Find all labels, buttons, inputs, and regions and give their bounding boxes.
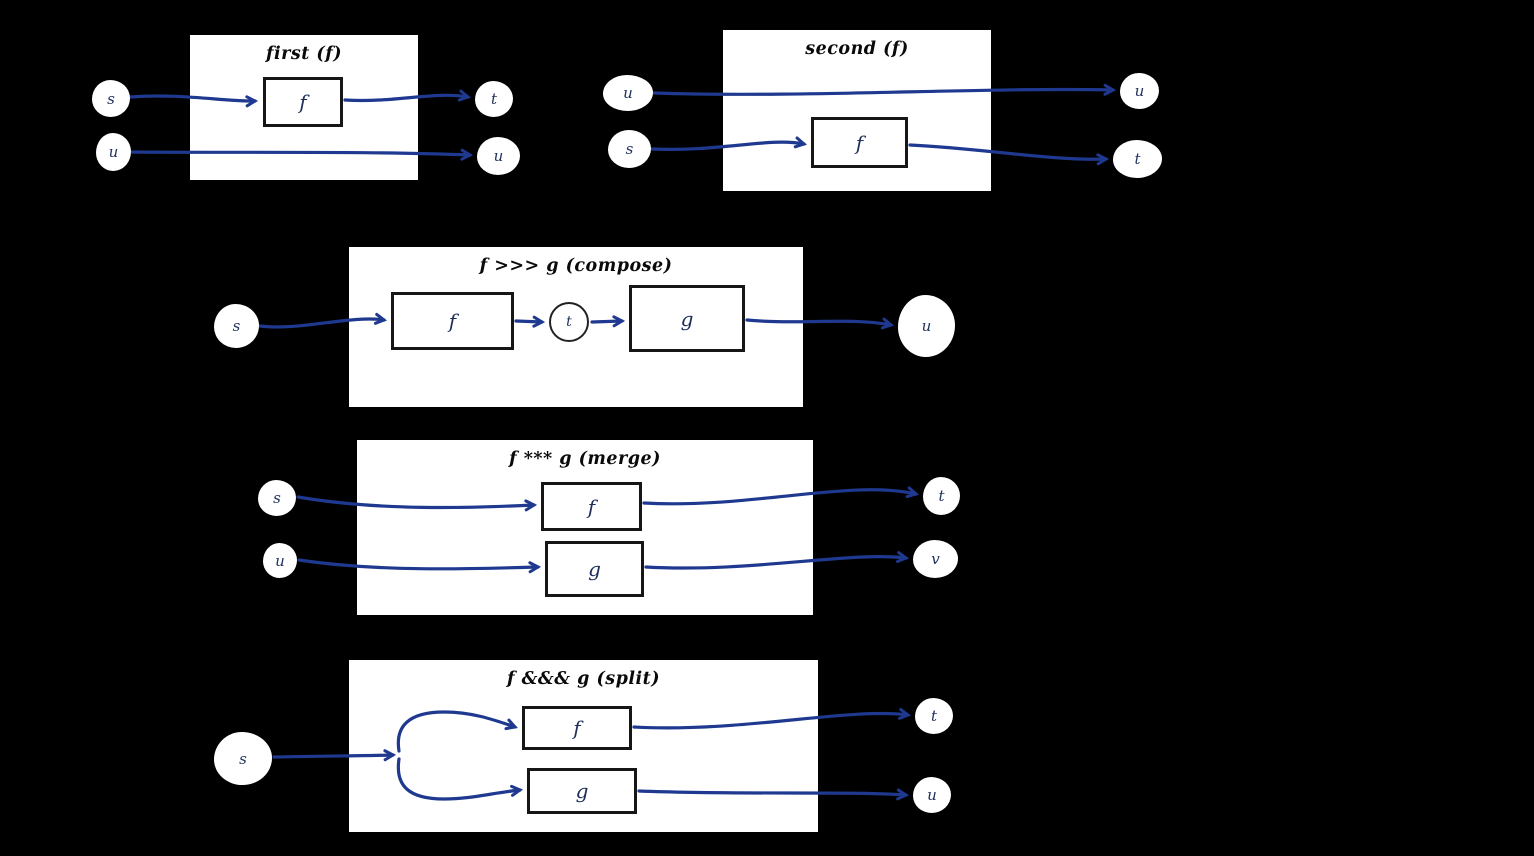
compose-output-u-node: u xyxy=(898,295,955,357)
merge-f-box: f xyxy=(541,482,642,531)
split-output-t-node: t xyxy=(915,698,953,734)
split-input-s-node: s xyxy=(214,732,272,785)
split-g-box: g xyxy=(527,768,637,814)
merge-input-u-node: u xyxy=(263,543,297,578)
merge-input-s-node: s xyxy=(258,480,296,516)
second-output-t-node: t xyxy=(1113,140,1162,178)
first-f-box: f xyxy=(263,77,343,127)
merge-g-box: g xyxy=(545,541,644,597)
panel-first-title: first (f) xyxy=(265,44,342,64)
panel-merge-title: f *** g (merge) xyxy=(509,449,661,469)
compose-input-s-node: s xyxy=(214,304,259,348)
first-input-u-node: u xyxy=(96,133,131,171)
first-output-t-node: t xyxy=(475,81,513,117)
merge-output-v-node: v xyxy=(913,540,958,578)
compose-f-box: f xyxy=(391,292,514,350)
split-f-box: f xyxy=(522,706,632,750)
merge-output-t-node: t xyxy=(923,477,960,515)
second-f-box: f xyxy=(811,117,908,168)
first-input-s-node: s xyxy=(92,80,130,117)
compose-t-circle: t xyxy=(549,302,589,342)
panel-second-title: second (f) xyxy=(805,39,909,59)
panel-compose-title: f >>> g (compose) xyxy=(479,256,673,276)
second-input-u-node: u xyxy=(603,75,653,111)
second-input-s-node: s xyxy=(608,130,651,168)
first-output-u-node: u xyxy=(477,137,520,175)
panel-split-title: f &&& g (split) xyxy=(507,669,660,689)
compose-g-box: g xyxy=(629,285,745,352)
split-output-u-node: u xyxy=(913,777,951,813)
second-output-u-node: u xyxy=(1120,73,1159,109)
